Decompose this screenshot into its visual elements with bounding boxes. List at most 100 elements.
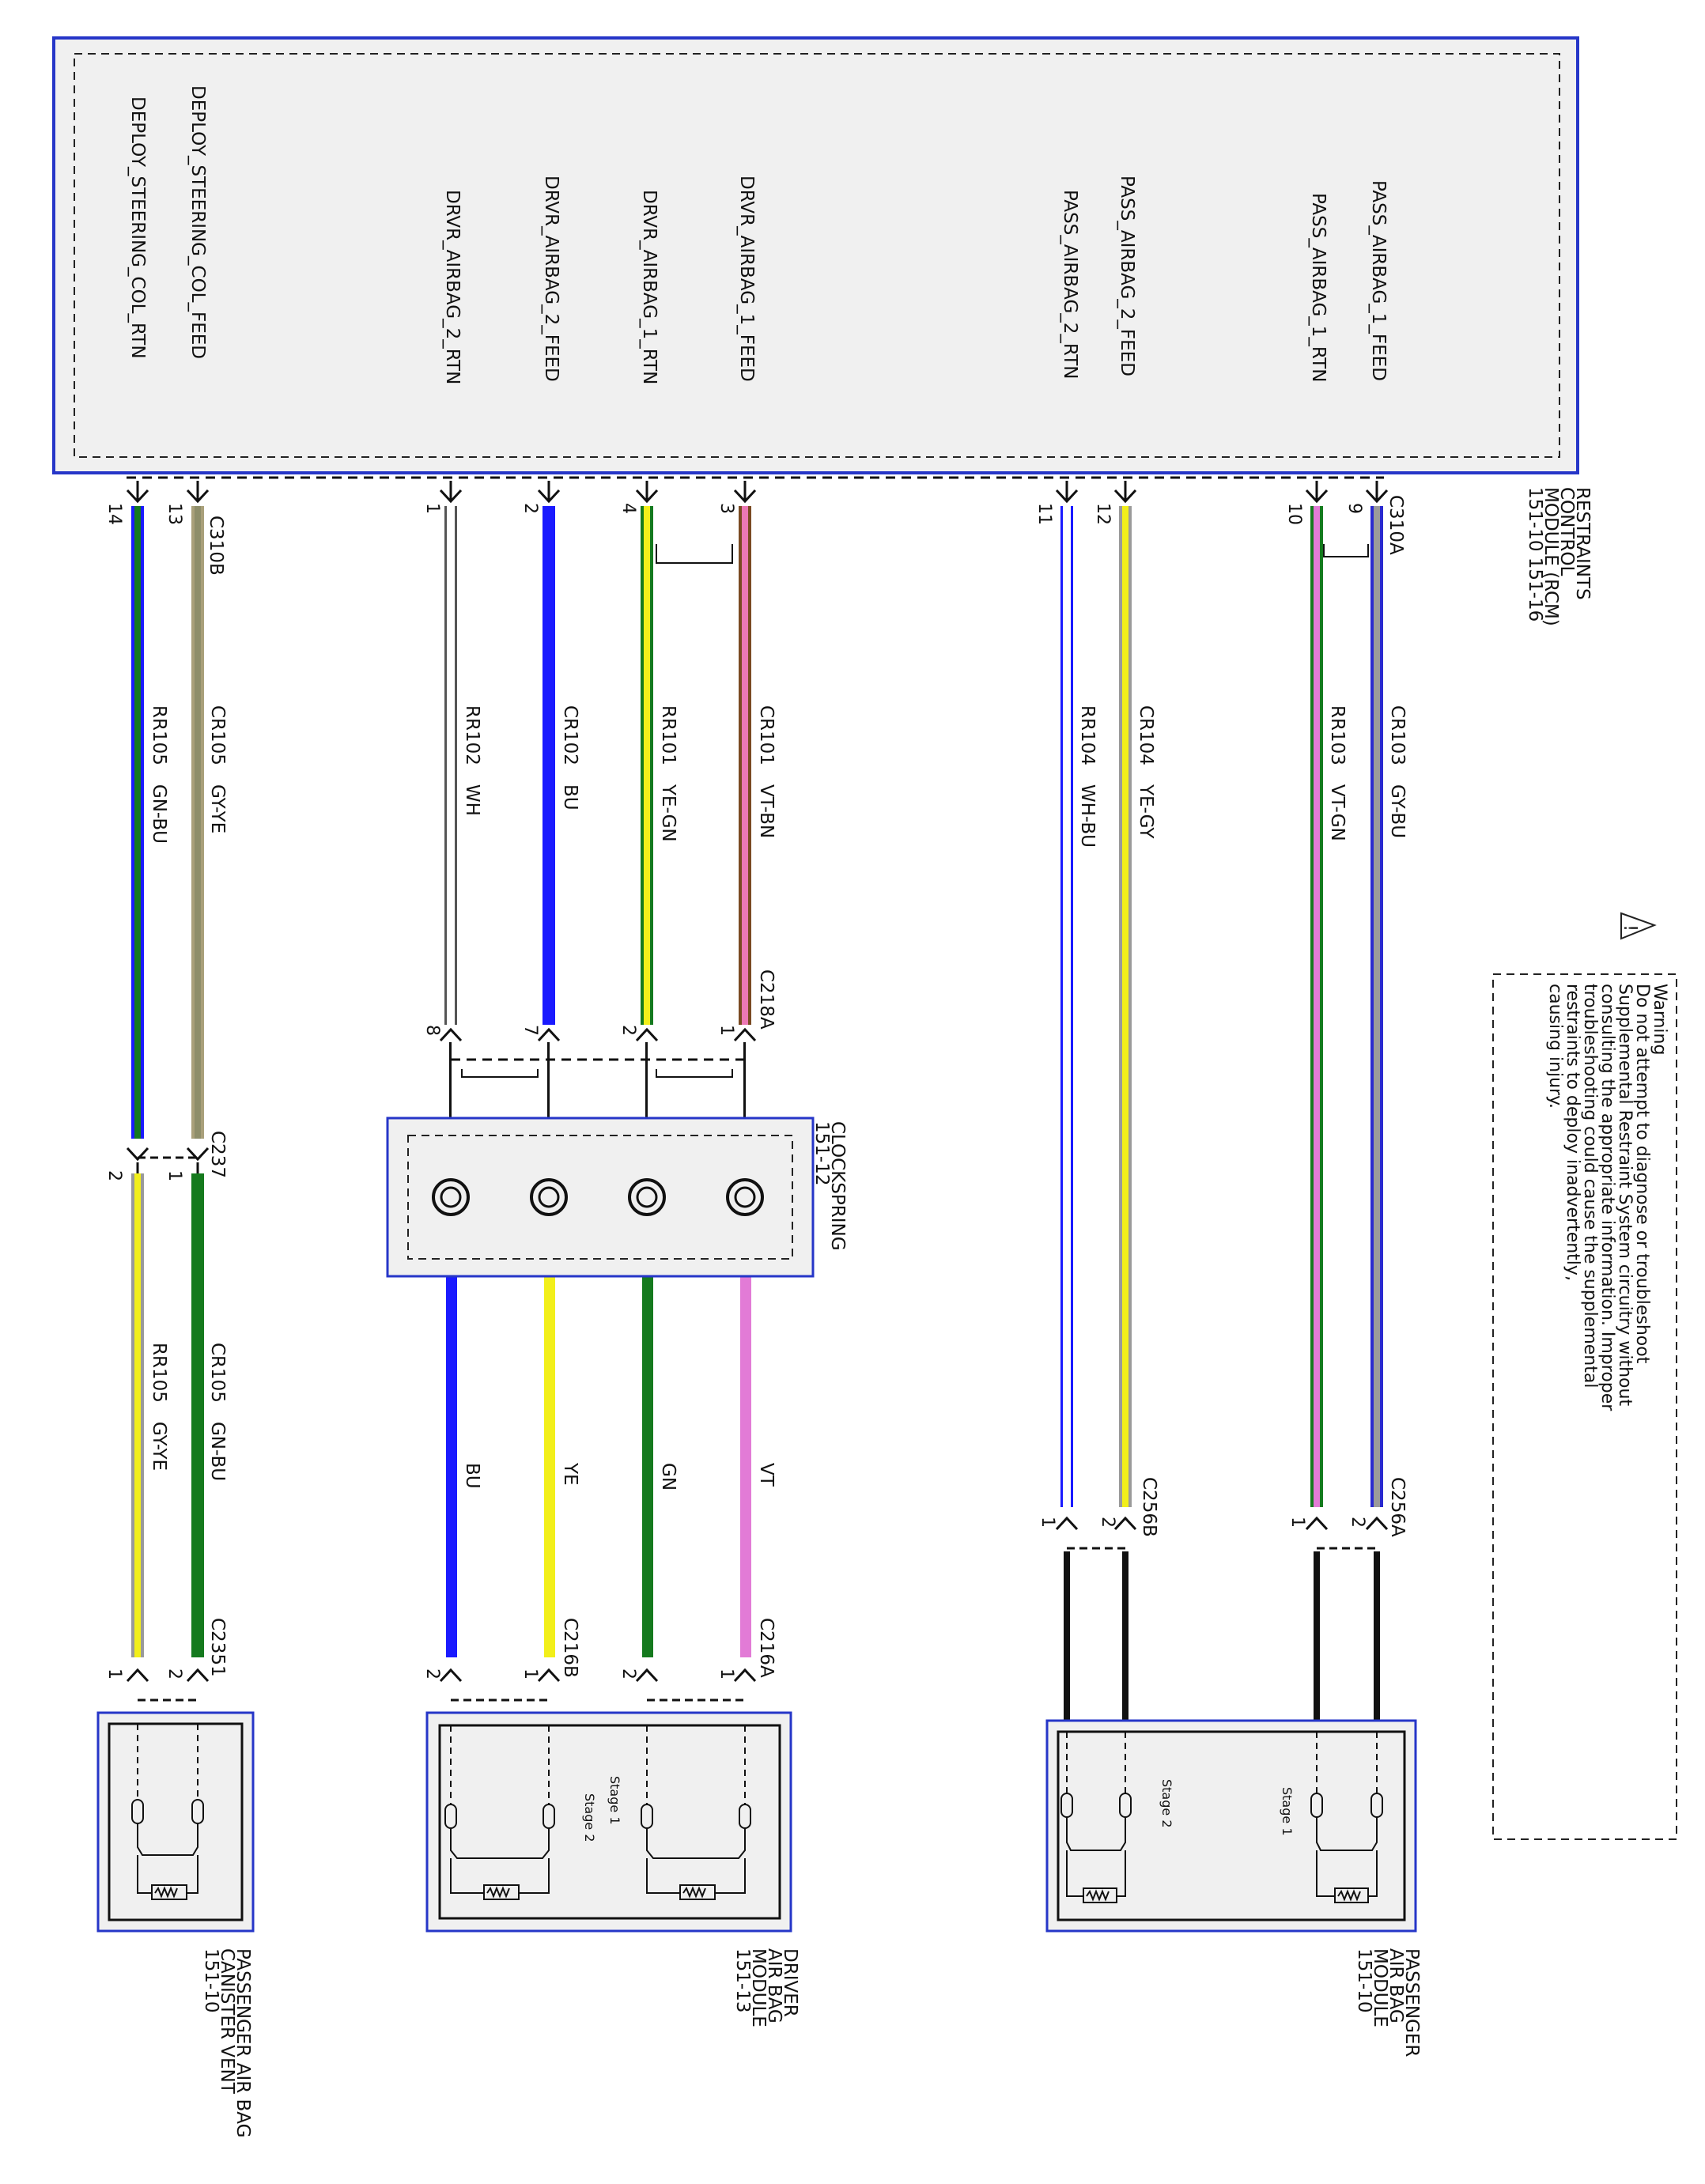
clockspring-label-2: 151-12 (811, 1121, 832, 1185)
pin-c216b-2: 2 (422, 1668, 442, 1680)
driver-stage-2-label: Stage 2 (582, 1793, 597, 1842)
pin-c218a-7: 7 (520, 1025, 540, 1036)
rcm-signal-pass-airbag-2-rtn: PASS_AIRBAG_2_RTN (1060, 190, 1080, 379)
wire-rr104 (1060, 506, 1073, 1507)
clockspring-inner (407, 1135, 793, 1260)
warning-icon: ! (1620, 912, 1657, 940)
pab-label-3: MODULE (1370, 1948, 1390, 2027)
rcm-title-line-2: CONTROL (1556, 487, 1577, 576)
pin-c256b-2: 2 (1098, 1517, 1117, 1528)
pin-c310b-13: 13 (164, 503, 184, 525)
rcm-module-box (52, 36, 1579, 474)
passenger-stage-1-label: Stage 1 (1280, 1787, 1295, 1836)
passenger-airbag-module-label: PASSENGER AIR BAG MODULE 151-10 (1354, 1948, 1422, 2057)
pin-drvr-2: 2 (520, 503, 540, 514)
circuit-cs-bu: BU (462, 1463, 482, 1489)
rcm-signal-deploy-steering-col-rtn: DEPLOY_STEERING_COL_RTN (127, 96, 148, 359)
circuit-cr104: CR104YE-GY (1136, 705, 1156, 839)
pin-c310a-11: 11 (1034, 503, 1054, 525)
clockspring-label-1: CLOCKSPRING (827, 1121, 848, 1251)
pin-drvr-1: 1 (422, 503, 442, 514)
wire-cr101 (739, 506, 751, 1025)
circuit-cr103: CR103GY-BU (1387, 705, 1408, 838)
canister-vent-module-box (96, 1711, 255, 1933)
circuit-rr105-b: RR105GY-YE (149, 1343, 169, 1471)
pin-c310a-10: 10 (1284, 503, 1304, 525)
driver-squib-stage-2 (444, 1725, 555, 1900)
rcm-signal-pass-airbag-1-rtn: PASS_AIRBAG_1_RTN (1308, 193, 1329, 382)
warning-line-2: Do not attempt to diagnose or troublesho… (1632, 984, 1652, 1364)
connector-marks (126, 476, 1389, 1702)
pin-c216b-1: 1 (520, 1668, 540, 1680)
wire-rr105-a (131, 506, 144, 1139)
rcm-signal-drvr-airbag-2-rtn: DRVR_AIRBAG_2_RTN (442, 190, 463, 384)
canister-vent-module-label: PASSENGER AIR BAG CANISTER VENT 151-10 (201, 1948, 253, 2137)
dab-label-2: AIR BAG (764, 1948, 784, 2023)
pab-label-2: AIR BAG (1386, 1948, 1406, 2023)
connector-c2351: C2351 (207, 1618, 228, 1677)
wire-cr102 (542, 506, 555, 1025)
wire-rr105-b (131, 1173, 144, 1657)
rcm-title-line-4: 151-10 151-16 (1525, 487, 1545, 622)
warning-icon-mark: ! (1620, 924, 1640, 931)
connector-c216b: C216B (560, 1618, 580, 1678)
driver-airbag-module-box (425, 1711, 792, 1933)
circuit-cr105-b: CR105GN-BU (207, 1343, 228, 1481)
pin-numbers: 9 10 12 11 3 4 2 1 13 14 1 2 7 8 1 2 2 1… (104, 503, 1367, 1680)
dab-label-3: MODULE (748, 1948, 769, 2027)
connector-c216a: C216A (756, 1618, 777, 1678)
pin-drvr-4: 4 (618, 503, 638, 514)
passenger-airbag-module-box (1045, 1719, 1417, 1933)
dab-label-1: DRIVER (780, 1948, 800, 2017)
warning-line-3: Supplemental Restraint System circuitry … (1615, 984, 1635, 1406)
pin-drvr-3: 3 (716, 503, 736, 514)
vent-label-3: 151-10 (201, 1948, 221, 2012)
pin-c310a-9: 9 (1344, 503, 1364, 514)
passenger-squib-stage-1 (1310, 1732, 1383, 1903)
wire-cr104 (1119, 506, 1132, 1507)
pin-c218a-1: 1 (716, 1025, 736, 1036)
dab-label-4: 151-13 (732, 1948, 753, 2012)
canister-vent-squib (131, 1724, 204, 1900)
passenger-airbag-module-inner (1057, 1730, 1406, 1921)
vent-label-2: CANISTER VENT (217, 1948, 237, 2095)
circuit-cs-vt: VT (756, 1463, 777, 1487)
warning-line-4: consulting the appropriate information. … (1597, 984, 1617, 1411)
circuit-cs-ye: YE (560, 1462, 580, 1486)
wire-cs-bu (446, 1276, 457, 1657)
rcm-signal-pass-airbag-2-feed: PASS_AIRBAG_2_FEED (1117, 176, 1137, 376)
wire-cs-gn (642, 1276, 653, 1657)
clockspring-coils (432, 1178, 764, 1216)
warning-line-6: restraints to deploy inadvertently, (1563, 984, 1582, 1281)
wire-cs-vt (740, 1276, 751, 1657)
pab-label-4: 151-10 (1354, 1948, 1374, 2012)
circuit-rr104: RR104WH-BU (1077, 705, 1098, 848)
pin-c237-1: 1 (164, 1170, 184, 1181)
connector-c256a: C256A (1387, 1477, 1408, 1537)
pin-c256b-1: 1 (1038, 1517, 1057, 1528)
pin-c2351-1: 1 (104, 1668, 124, 1680)
rcm-title-line-1: RESTRAINTS (1572, 487, 1593, 600)
warning-line-5: troubleshooting could cause the suppleme… (1580, 984, 1600, 1388)
rcm-module-inner (74, 53, 1560, 458)
rcm-signal-drvr-airbag-1-feed: DRVR_AIRBAG_1_FEED (736, 176, 757, 382)
pin-c218a-8: 8 (422, 1025, 442, 1036)
circuit-rr105-a: RR105GN-BU (149, 705, 169, 844)
wire-cr103 (1370, 506, 1383, 1507)
pin-c216a-2: 2 (618, 1668, 638, 1680)
pin-c256a-2: 2 (1348, 1517, 1367, 1528)
wire-cr105-b (191, 1173, 204, 1657)
rcm-signal-drvr-airbag-2-feed: DRVR_AIRBAG_2_FEED (541, 176, 561, 382)
driver-airbag-module-label: DRIVER AIR BAG MODULE 151-13 (732, 1948, 800, 2027)
rcm-signal-drvr-airbag-1-rtn: DRVR_AIRBAG_1_RTN (639, 190, 660, 384)
circuit-cs-gn: GN (658, 1463, 679, 1491)
warning-line-7: causing injury. (1545, 984, 1565, 1109)
canister-vent-module-inner (108, 1722, 244, 1921)
circuit-labels: CR103GY-BU RR103VT-GN CR104YE-GY RR104WH… (149, 705, 1408, 1491)
passenger-squib-stage-2 (1060, 1732, 1132, 1903)
circuit-cr101: CR101VT-BN (756, 705, 777, 838)
pin-c2351-2: 2 (164, 1668, 184, 1680)
pin-c310b-14: 14 (104, 503, 124, 525)
pin-c256a-1: 1 (1287, 1517, 1307, 1528)
